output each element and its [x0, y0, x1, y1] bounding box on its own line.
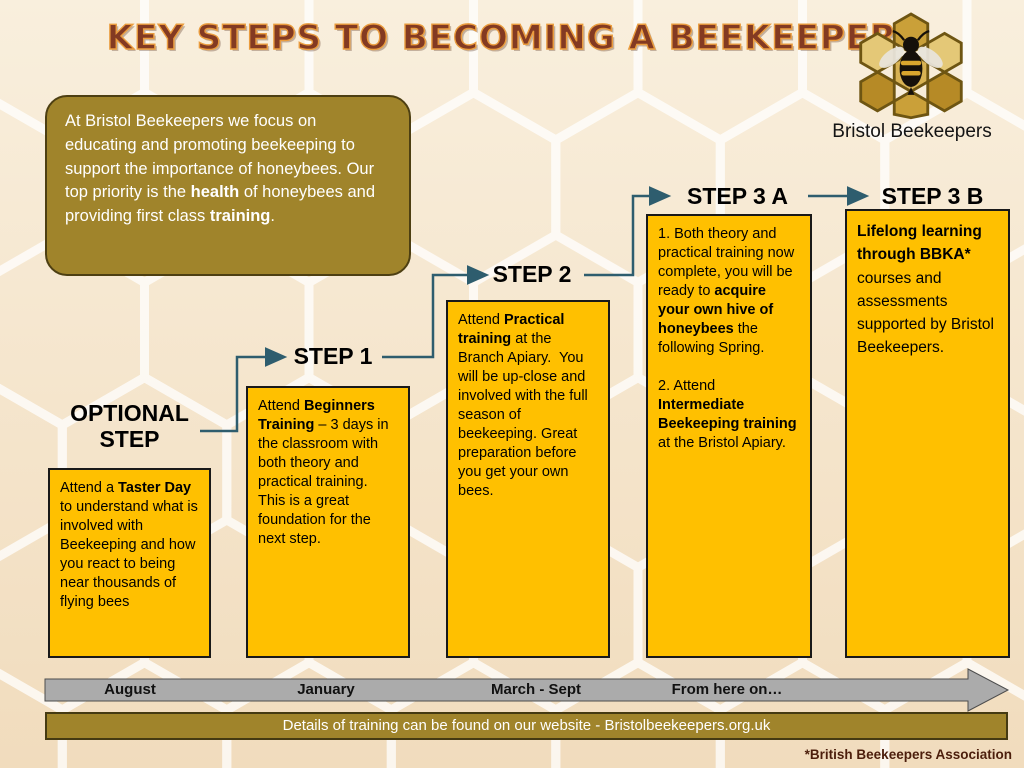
- step-label-1: STEP 1: [293, 343, 373, 369]
- step-box-2: Attend Practical training at the Branch …: [446, 300, 610, 658]
- step-label-3a: STEP 3 A: [687, 183, 788, 209]
- page-title: KEY STEPS TO BECOMING A BEEKEEPER: [106, 17, 898, 58]
- connector-step2-to-step3a: [584, 186, 672, 277]
- timeline-label-march-sept: March - Sept: [490, 681, 581, 698]
- step-label-optional: OPTIONAL STEP: [70, 400, 189, 453]
- bee-icon: [879, 29, 943, 95]
- step-box-3b: Lifelong learning through BBKA* courses …: [845, 209, 1010, 658]
- step-label-3b: STEP 3 B: [881, 183, 984, 209]
- step-box-1: Attend Beginners Training – 3 days in th…: [246, 386, 410, 658]
- timeline-label-january: January: [297, 681, 355, 698]
- intro-box: At Bristol Beekeepers we focus on educat…: [45, 95, 411, 276]
- website-bar: Details of training can be found on our …: [45, 712, 1008, 740]
- logo-caption: Bristol Beekeepers: [832, 121, 992, 142]
- footnote: *British Beekeepers Association: [804, 747, 1012, 762]
- timeline-label-from-here-on: From here on…: [671, 681, 783, 698]
- bee-honeycomb-icon: [859, 12, 963, 120]
- step-box-optional: Attend a Taster Day to understand what i…: [48, 468, 211, 658]
- step-label-2: STEP 2: [492, 261, 572, 287]
- step-box-3a: 1. Both theory and practical training no…: [646, 214, 812, 658]
- bristol-beekeepers-logo: [853, 6, 969, 120]
- timeline-label-august: August: [104, 681, 156, 698]
